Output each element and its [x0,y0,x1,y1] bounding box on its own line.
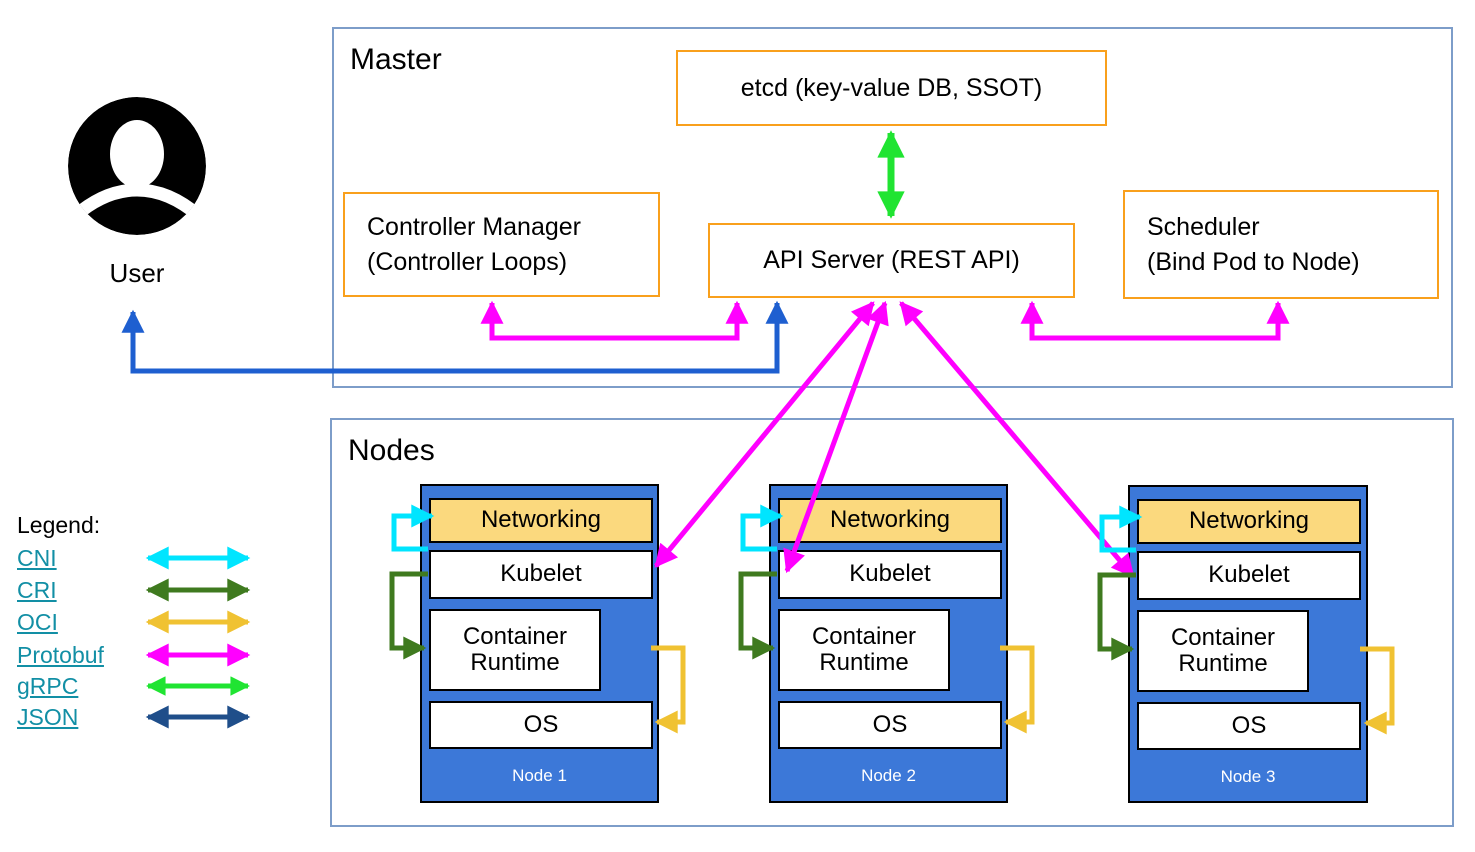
node-1: Networking Kubelet Container Runtime OS … [420,484,659,803]
node1-kubelet-layer: Kubelet [429,550,653,599]
legend-arrow-grpc [146,676,250,696]
node2-container-runtime-layer: Container Runtime [778,609,950,691]
node3-footer-label: Node 3 [1220,767,1276,786]
node2-os-layer: OS [778,701,1002,749]
user-icon [68,97,206,235]
api-server-label: API Server (REST API) [763,246,1020,274]
node-2: Networking Kubelet Container Runtime OS … [769,484,1008,803]
node3-container-runtime-layer: Container Runtime [1137,610,1309,692]
legend-arrow-cri [145,578,251,602]
legend-item-cni[interactable]: CNI [17,545,57,571]
node-3: Networking Kubelet Container Runtime OS … [1128,485,1368,803]
legend-item-grpc[interactable]: gRPC [17,673,79,699]
scheduler-label-line1: Scheduler [1147,213,1260,241]
controller-manager-box: Controller Manager (Controller Loops) [343,192,660,297]
master-title: Master [350,43,442,76]
nodes-title: Nodes [348,434,435,467]
legend-title: Legend: [17,512,101,538]
legend-arrow-protobuf [145,643,251,667]
node1-networking-layer: Networking [429,498,653,543]
legend-arrow-oci [145,610,251,634]
legend-arrow-json [145,705,251,729]
node3-os-layer: OS [1137,702,1361,750]
legend-arrow-cni [145,546,251,570]
node3-kubelet-layer: Kubelet [1137,551,1361,600]
controller-manager-label-line1: Controller Manager [367,213,581,241]
node2-footer-label: Node 2 [861,766,916,785]
legend-item-json[interactable]: JSON [17,704,79,730]
node1-footer-label: Node 1 [512,766,567,785]
node2-kubelet-layer: Kubelet [778,550,1002,599]
user-label: User [109,258,165,288]
etcd-box: etcd (key-value DB, SSOT) [676,50,1107,126]
node3-networking-layer: Networking [1137,499,1361,544]
node2-networking-layer: Networking [778,498,1002,543]
scheduler-box: Scheduler (Bind Pod to Node) [1123,190,1439,299]
legend-item-oci[interactable]: OCI [17,609,58,635]
node1-container-runtime-layer: Container Runtime [429,609,601,691]
legend-item-cri[interactable]: CRI [17,577,57,603]
node1-os-layer: OS [429,701,653,749]
etcd-label: etcd (key-value DB, SSOT) [740,73,1043,102]
controller-manager-label-line2: (Controller Loops) [367,247,568,276]
api-server-box: API Server (REST API) [708,223,1075,298]
legend-item-protobuf[interactable]: Protobuf [17,642,104,668]
scheduler-label-line2: (Bind Pod to Node) [1147,247,1360,276]
